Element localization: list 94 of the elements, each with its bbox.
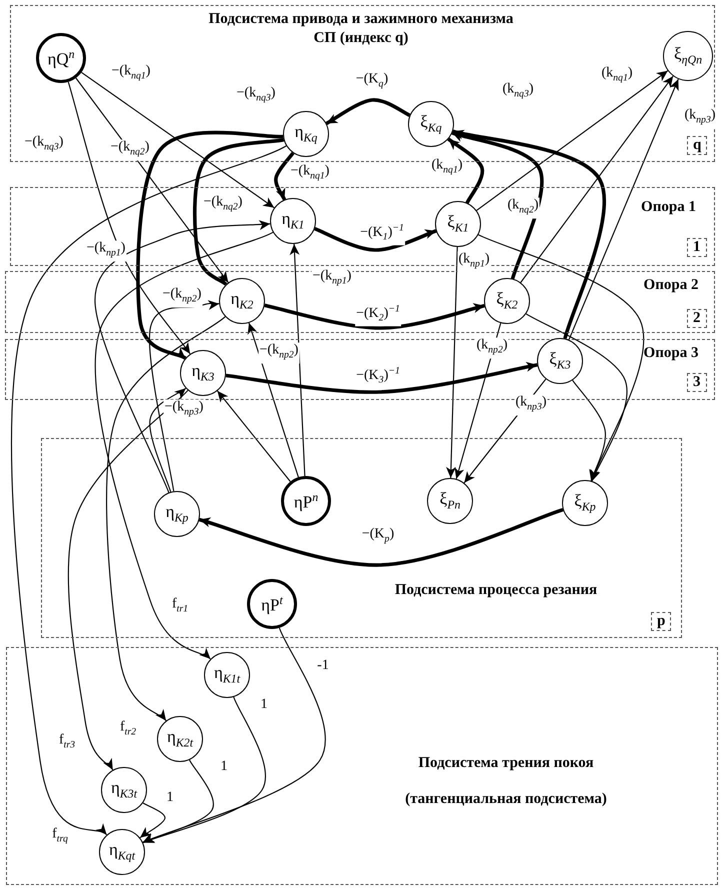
index-tag: q — [687, 136, 708, 155]
node-label: ξ$_{K2}$ — [496, 289, 518, 313]
edge-label: (k$_{np2}$) — [475, 338, 509, 358]
signal-node — [180, 350, 226, 396]
node-label: η$_{Kqt}$ — [108, 840, 136, 864]
subsystem-title: Опора 3 — [642, 344, 700, 363]
node-label: ηP$^{n}$ — [294, 490, 318, 512]
arrow — [94, 232, 274, 660]
arrow — [264, 304, 485, 330]
node-label: ξ$_{Kp}$ — [574, 491, 596, 515]
arrow — [314, 227, 437, 252]
arrow — [68, 82, 191, 354]
node-label: ξ$_{Pn}$ — [440, 489, 460, 513]
subsystem-title: Подсистема привода и зажимного механизма СП (индекс q) — [208, 10, 514, 48]
arrow — [149, 388, 186, 492]
arrow — [248, 322, 299, 478]
arrow — [326, 98, 410, 126]
signal-node — [484, 278, 530, 324]
arrow — [452, 129, 606, 339]
edge-label: −(k$_{np1}$) — [86, 240, 126, 262]
signal-node — [435, 201, 481, 247]
arrow — [526, 313, 628, 482]
index-tag: 1 — [687, 238, 706, 257]
arrow — [290, 244, 306, 476]
signal-node — [36, 33, 86, 83]
subsystem-title: Подсистема процесса резания — [394, 581, 598, 600]
arrow — [198, 508, 564, 567]
edge-label: (k$_{np1}$) — [457, 252, 491, 272]
node-label: ηQ$^{n}$ — [47, 46, 75, 70]
index-tag: 2 — [687, 309, 706, 328]
node-label: ξ$_{ηQn}$ — [674, 44, 702, 68]
node-label: ξ$_{K1}$ — [447, 212, 469, 236]
node-label: η$_{Kq}$ — [294, 122, 318, 146]
arrow — [568, 78, 679, 340]
index-tag: p — [651, 612, 672, 631]
arrow — [447, 138, 484, 204]
edge-label: (k$_{nq2}$) — [506, 198, 540, 218]
signal-node — [283, 111, 329, 157]
index-tag: 3 — [687, 373, 706, 392]
signal-node — [101, 767, 147, 813]
signal-node — [663, 31, 713, 81]
node-label: ξ$_{Kq}$ — [420, 112, 442, 136]
arrow — [476, 70, 668, 211]
signal-node — [562, 480, 608, 526]
subsystem-title: Подсистема трения покоя — [417, 754, 595, 773]
signal-node — [281, 476, 331, 526]
node-label: η$_{K1t}$ — [214, 663, 240, 687]
arrow — [142, 696, 266, 844]
node-label: η$_{K2}$ — [230, 289, 254, 313]
edge-label: (k$_{np3}$) — [514, 394, 548, 416]
node-label: η$_{Kp}$ — [166, 502, 188, 526]
signal-node — [204, 652, 250, 698]
signal-node — [270, 198, 316, 244]
arrow — [68, 390, 188, 770]
signal-node — [157, 716, 203, 762]
arrow — [274, 152, 294, 200]
arrow — [140, 802, 166, 838]
node-label: η$_{K1}$ — [282, 209, 304, 233]
arrow — [75, 78, 229, 283]
subsystem-title: Опора 1 — [640, 198, 697, 217]
edge-label: (k$_{np3}$) — [683, 108, 717, 128]
subsystem-title: Опора 2 — [642, 276, 700, 295]
arrow — [148, 299, 220, 492]
signal-node — [427, 478, 473, 524]
node-label: ηP$^{t}$ — [261, 592, 283, 616]
signal-node — [154, 491, 200, 537]
signal-node — [537, 338, 583, 384]
edge-label: −(k$_{nq2}$) — [110, 140, 150, 160]
signal-node — [219, 278, 265, 324]
arrow — [142, 628, 326, 843]
edge-label: −(k$_{np2}$) — [162, 286, 202, 308]
signal-node — [247, 579, 297, 629]
arrow — [226, 362, 538, 394]
node-label: η$_{K3t}$ — [110, 778, 138, 802]
node-label: η$_{K3}$ — [192, 361, 214, 385]
node-label: η$_{K2t}$ — [166, 727, 194, 751]
arrow — [94, 220, 270, 493]
signal-node — [408, 101, 454, 147]
arrow — [10, 145, 287, 836]
node-label: ξ$_{K3}$ — [549, 349, 571, 373]
arrow — [446, 246, 458, 478]
signal-node — [99, 829, 145, 875]
arrow — [216, 390, 291, 482]
arrow — [136, 130, 284, 360]
arrow — [572, 380, 606, 481]
arrow — [106, 316, 226, 722]
arrow — [452, 131, 544, 280]
edge-label: −(k$_{np2}$) — [258, 342, 300, 364]
arrow — [142, 760, 214, 843]
subsystem-frame — [41, 438, 682, 638]
arrow — [193, 138, 284, 286]
arrow — [520, 76, 674, 283]
subsystem-title: (тангенциальная подсистема) — [404, 790, 608, 809]
arrow — [81, 72, 275, 208]
